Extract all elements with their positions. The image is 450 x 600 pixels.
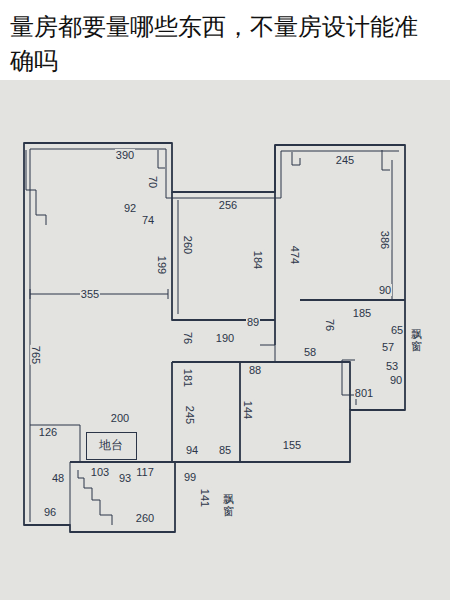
dimension-number: 65 xyxy=(390,324,404,336)
header-ground xyxy=(0,0,450,80)
dimension-number: 88 xyxy=(248,364,262,376)
dimension-number: 390 xyxy=(115,149,135,161)
dimension-number: 260 xyxy=(135,512,155,524)
dimension-number: 76 xyxy=(182,331,194,345)
dimension-number: 199 xyxy=(156,255,168,275)
dimension-number: 90 xyxy=(389,374,403,386)
dimension-number: 99 xyxy=(183,471,197,483)
dimension-number: 89 xyxy=(246,316,260,328)
dimension-line xyxy=(30,289,168,299)
dimension-number: 76 xyxy=(324,318,336,332)
walls xyxy=(24,143,405,532)
dimension-number: 144 xyxy=(242,400,254,420)
dimension-number: 245 xyxy=(335,154,355,166)
dimension-number: 155 xyxy=(282,439,302,451)
dimension-number: 57 xyxy=(381,341,395,353)
dimension-number: 185 xyxy=(352,307,372,319)
dimension-number: 181 xyxy=(182,368,194,388)
dimension-number: 801 xyxy=(354,387,374,399)
dimension-number: 256 xyxy=(218,199,238,211)
dimension-number: 92 xyxy=(123,202,137,214)
dimension-number: 184 xyxy=(252,250,264,270)
dimension-number: 96 xyxy=(43,506,57,518)
dimension-number: 117 xyxy=(135,466,155,478)
dimension-number: 103 xyxy=(90,466,110,478)
dimension-number: 94 xyxy=(185,444,199,456)
note-text: 飘窗 xyxy=(410,328,423,352)
dimension-number: 53 xyxy=(385,360,399,372)
dimension-number: 93 xyxy=(118,472,132,484)
platform-box: 地台 xyxy=(86,432,137,460)
dimension-number: 126 xyxy=(38,426,58,438)
dimension-number: 260 xyxy=(182,235,194,255)
dimension-number: 74 xyxy=(141,214,155,226)
dimension-number: 58 xyxy=(303,346,317,358)
dimension-number: 48 xyxy=(51,472,65,484)
note-text: 飘窗 xyxy=(222,493,235,517)
dimension-number: 386 xyxy=(379,230,391,250)
dimension-number: 85 xyxy=(218,444,232,456)
dimension-number: 474 xyxy=(289,245,301,265)
paper xyxy=(0,80,450,600)
dimension-number: 190 xyxy=(215,332,235,344)
dimension-number: 90 xyxy=(378,284,392,296)
dimension-number: 70 xyxy=(147,175,159,189)
dimension-number: 355 xyxy=(80,288,100,300)
dimension-number: 200 xyxy=(110,412,130,424)
dimension-number: 245 xyxy=(184,405,196,425)
dimension-number: 141 xyxy=(199,488,211,508)
dimension-number: 765 xyxy=(30,345,42,365)
page-title: 量房都要量哪些东西，不量房设计能准确吗 xyxy=(10,10,430,78)
room-label: 地台 xyxy=(99,437,124,454)
